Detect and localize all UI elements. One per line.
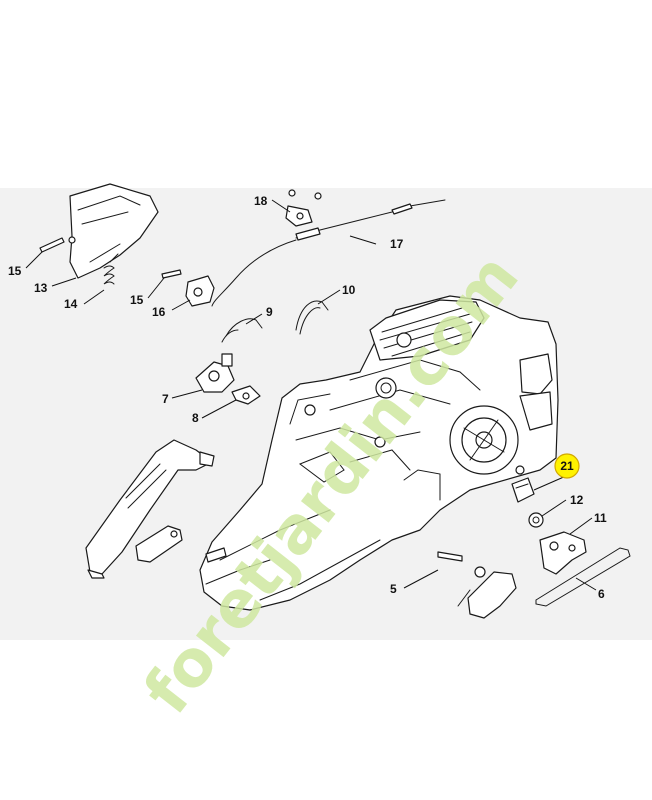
callout-13: 13 bbox=[34, 281, 48, 295]
callout-14: 14 bbox=[64, 297, 78, 311]
highlight-circle bbox=[554, 453, 580, 479]
part-14-spring bbox=[103, 253, 119, 285]
callout-15-second: 15 bbox=[130, 293, 144, 307]
part-10-wire-clip bbox=[295, 300, 329, 335]
part-7-throttle-assembly bbox=[195, 353, 235, 393]
part-9-wire-clip bbox=[221, 318, 263, 343]
part-11-chain-catcher-assembly bbox=[539, 531, 587, 575]
part-18-lever bbox=[285, 189, 322, 227]
callout-16: 16 bbox=[152, 305, 166, 319]
leader-lines bbox=[25, 199, 597, 591]
part-15-pin-middle bbox=[161, 269, 182, 279]
part-5-pin bbox=[437, 551, 463, 562]
callout-15: 15 bbox=[8, 264, 22, 278]
callout-labels: 18 17 15 13 14 15 16 9 10 7 8 12 11 5 6 bbox=[8, 194, 607, 601]
rear-handle-part bbox=[85, 439, 215, 579]
handle-clip-part bbox=[135, 525, 183, 563]
part-16-bracket bbox=[185, 275, 215, 307]
callout-6: 6 bbox=[598, 587, 605, 601]
part-21-rubber-block bbox=[511, 477, 535, 503]
callout-10: 10 bbox=[342, 283, 356, 297]
main-engine-housing bbox=[199, 295, 559, 611]
part-15-pin-left bbox=[39, 237, 65, 253]
part-chain-adjuster bbox=[457, 566, 517, 619]
part-13-handle-molding bbox=[68, 183, 159, 279]
callout-21-highlight[interactable]: 21 bbox=[554, 453, 580, 479]
part-8-clip bbox=[231, 385, 261, 405]
callout-5: 5 bbox=[390, 582, 397, 596]
callout-12: 12 bbox=[570, 493, 584, 507]
callout-9: 9 bbox=[266, 305, 273, 319]
callout-8: 8 bbox=[192, 411, 199, 425]
part-6-rod bbox=[535, 547, 631, 607]
callout-21: 21 bbox=[560, 459, 574, 473]
callout-18: 18 bbox=[254, 194, 268, 208]
callout-17: 17 bbox=[390, 237, 404, 251]
part-17-throttle-cable bbox=[211, 199, 446, 307]
callout-7: 7 bbox=[162, 392, 169, 406]
callout-11: 11 bbox=[594, 511, 607, 525]
part-12-spring-element bbox=[528, 512, 544, 528]
